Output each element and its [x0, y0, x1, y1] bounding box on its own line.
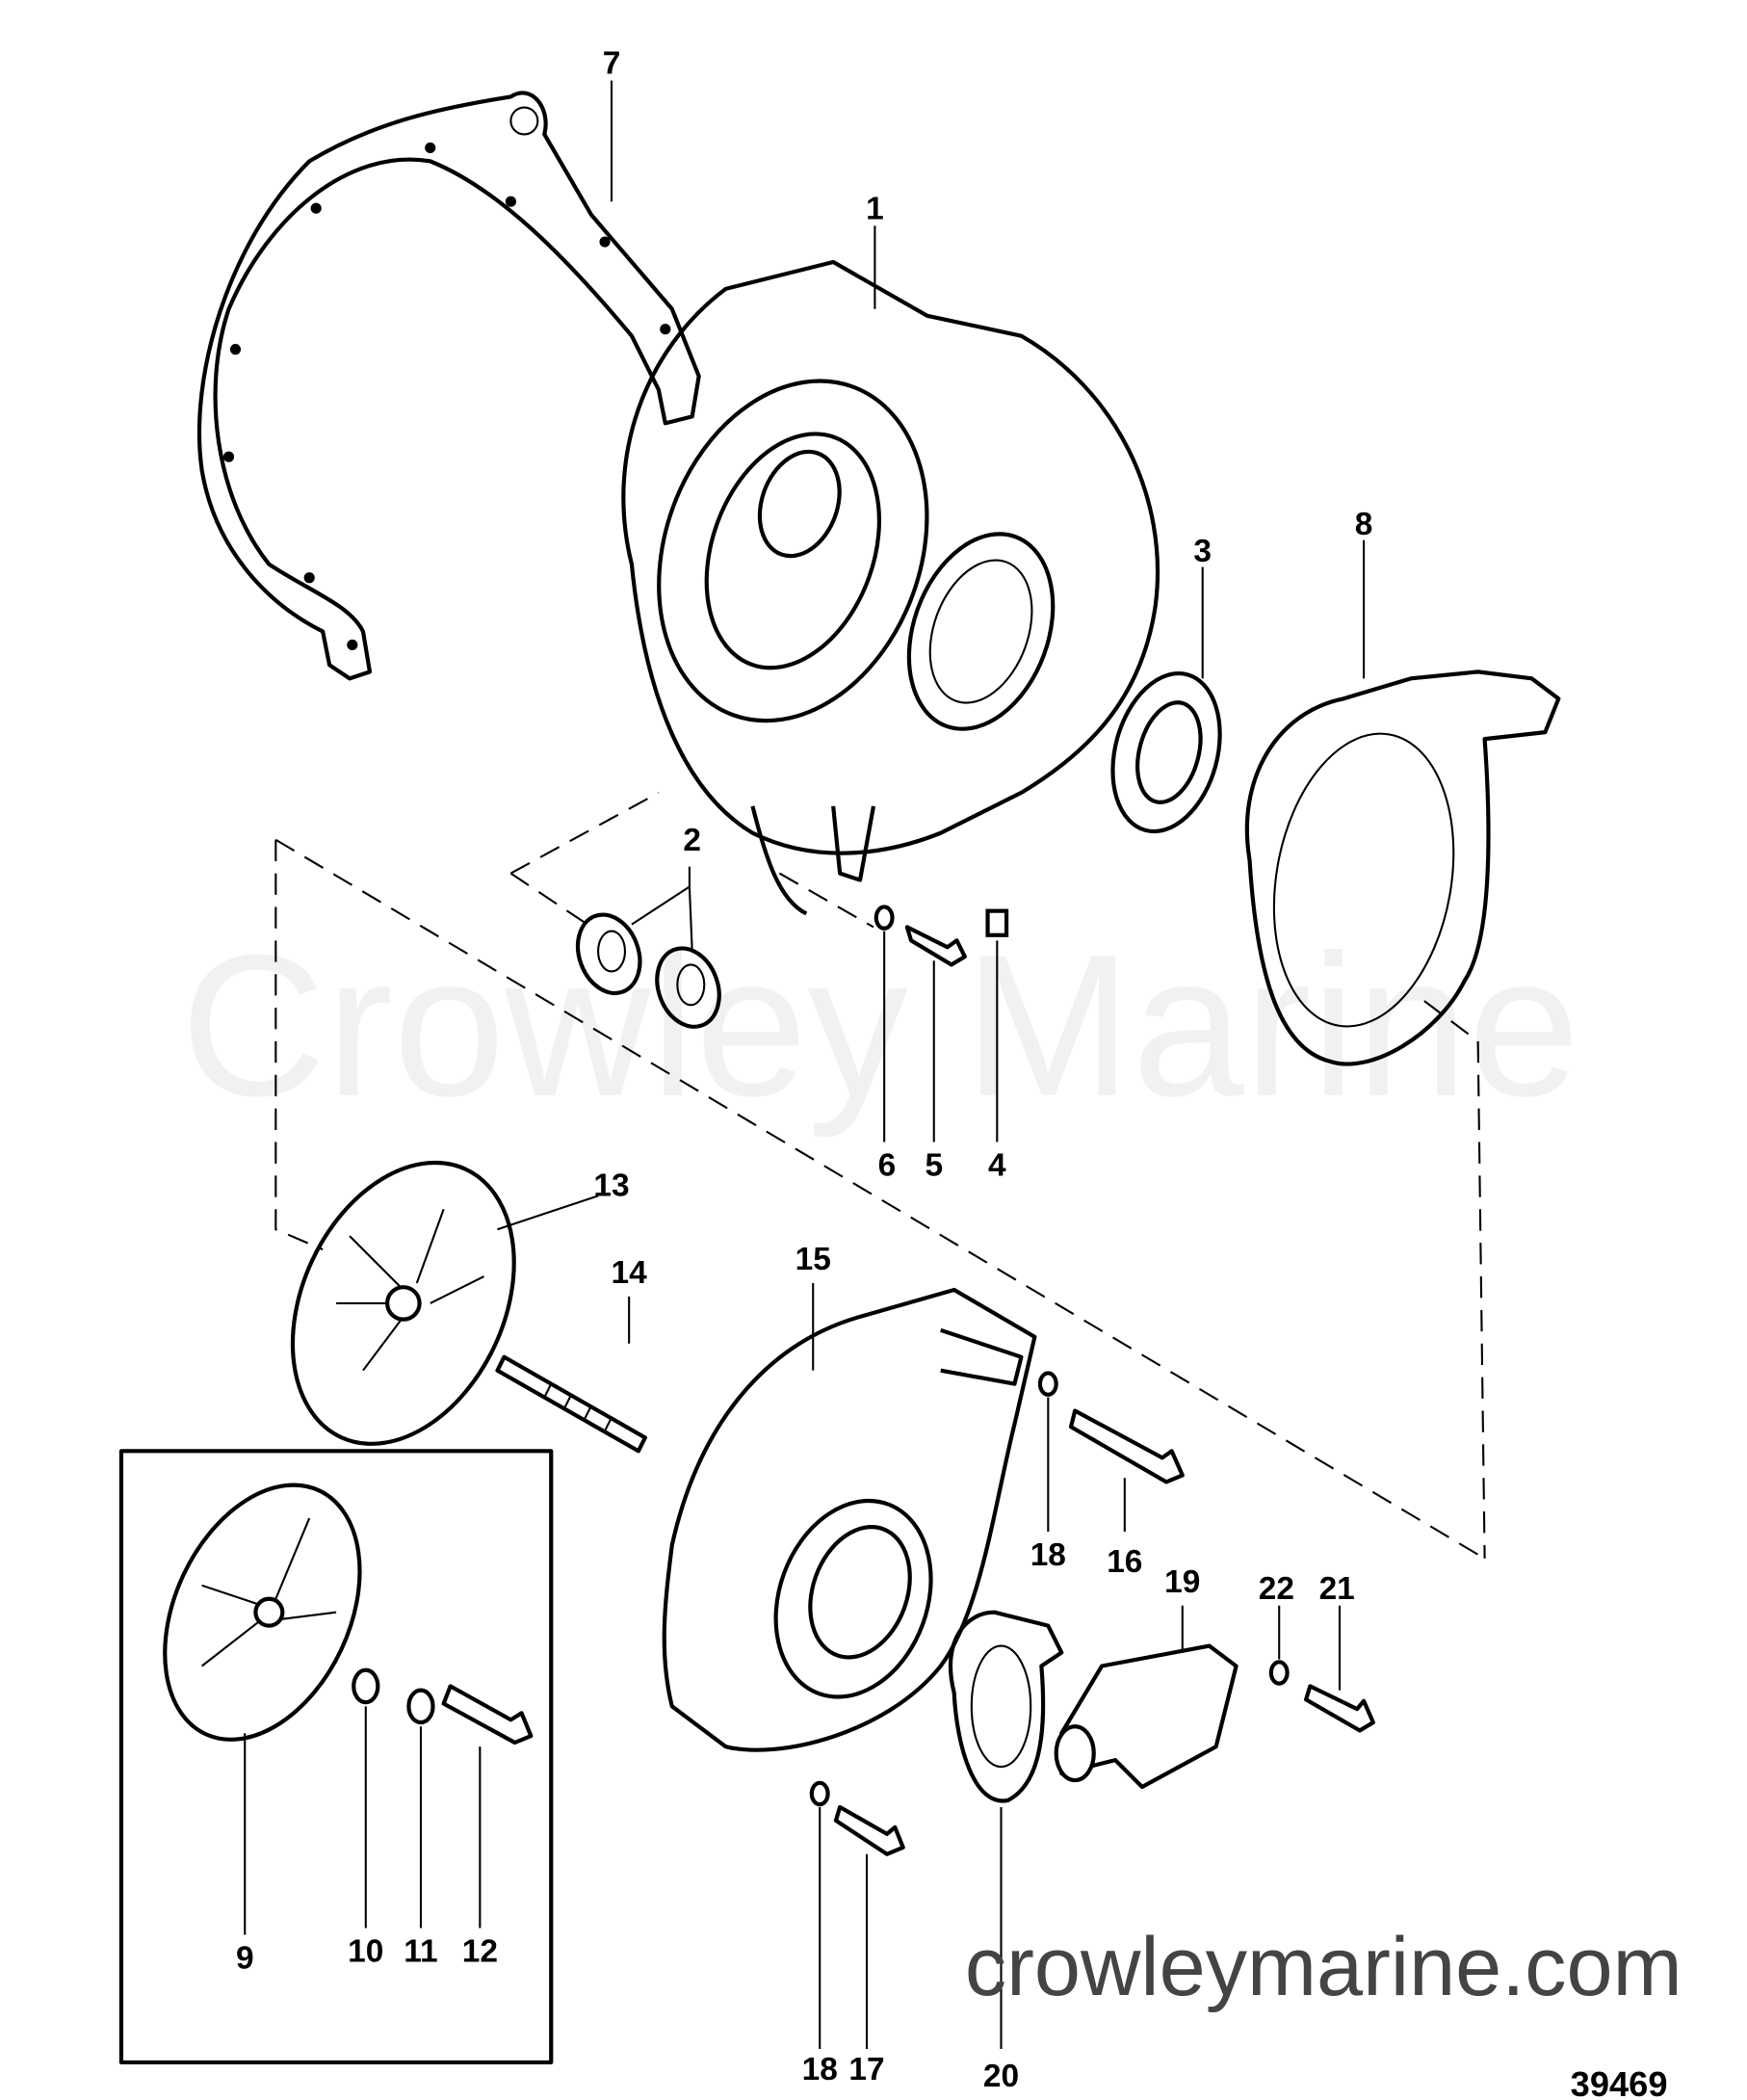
- part-1-housing: [621, 259, 1160, 916]
- callout-13: 13: [593, 1168, 629, 1203]
- part-15-cover: [662, 1282, 1037, 1752]
- callout-21: 21: [1319, 1571, 1355, 1607]
- inset-box: [118, 1449, 554, 2065]
- callout-20: 20: [983, 2059, 1019, 2094]
- callout-5: 5: [925, 1147, 943, 1183]
- callout-2: 2: [683, 823, 701, 858]
- callout-15: 15: [795, 1242, 831, 1277]
- callout-3: 3: [1193, 534, 1212, 569]
- callout-4: 4: [988, 1147, 1006, 1183]
- callout-18-upper: 18: [1030, 1537, 1066, 1573]
- callout-1: 1: [866, 191, 884, 226]
- part-17-bolt: [833, 1804, 905, 2049]
- callout-16: 16: [1107, 1544, 1142, 1580]
- callout-8: 8: [1355, 507, 1373, 542]
- part-21-bolt: [1304, 1605, 1375, 1733]
- part-20-gasket: [948, 1610, 1064, 2049]
- callout-22: 22: [1259, 1571, 1294, 1607]
- callout-7: 7: [603, 46, 621, 82]
- callout-labels: 7 1 3 8 2 6 5 4 13 14 15 18 16 19 22 21 …: [236, 46, 1372, 2094]
- callout-9: 9: [236, 1940, 254, 1976]
- part-6-washer: [874, 905, 895, 1142]
- part-18-washer: [1037, 1371, 1058, 1533]
- callout-19: 19: [1164, 1564, 1200, 1600]
- leader-lines: [497, 80, 1366, 1231]
- site-url: crowleymarine.com: [965, 1921, 1682, 2013]
- callout-14: 14: [612, 1255, 648, 1291]
- part-5-bolt: [904, 925, 967, 1142]
- part-13-impeller: [290, 1160, 516, 1446]
- callout-18-lower: 18: [802, 2052, 838, 2087]
- figure-number: 39469: [1571, 2064, 1668, 2100]
- part-3-seal: [1110, 670, 1222, 834]
- part-22-washer: [1268, 1605, 1290, 1686]
- part-14-stud: [495, 1296, 647, 1454]
- part-8-gasket: [1244, 669, 1561, 1066]
- callout-11: 11: [404, 1933, 437, 1969]
- part-18-washer-lower: [809, 1780, 830, 2049]
- callout-17: 17: [848, 2052, 884, 2087]
- part-4-plug: [985, 908, 1009, 1142]
- assembly-dashed-lines: [274, 791, 1486, 1560]
- watermark: Crowley Marine: [180, 914, 1579, 1139]
- part-16-bolt: [1068, 1408, 1185, 1533]
- callout-12: 12: [462, 1933, 498, 1969]
- part-2-seals: [575, 866, 721, 1029]
- callout-6: 6: [878, 1147, 897, 1183]
- part-19-elbow: [1054, 1605, 1239, 1790]
- callout-10: 10: [348, 1933, 383, 1969]
- part-7-gasket: [196, 91, 701, 681]
